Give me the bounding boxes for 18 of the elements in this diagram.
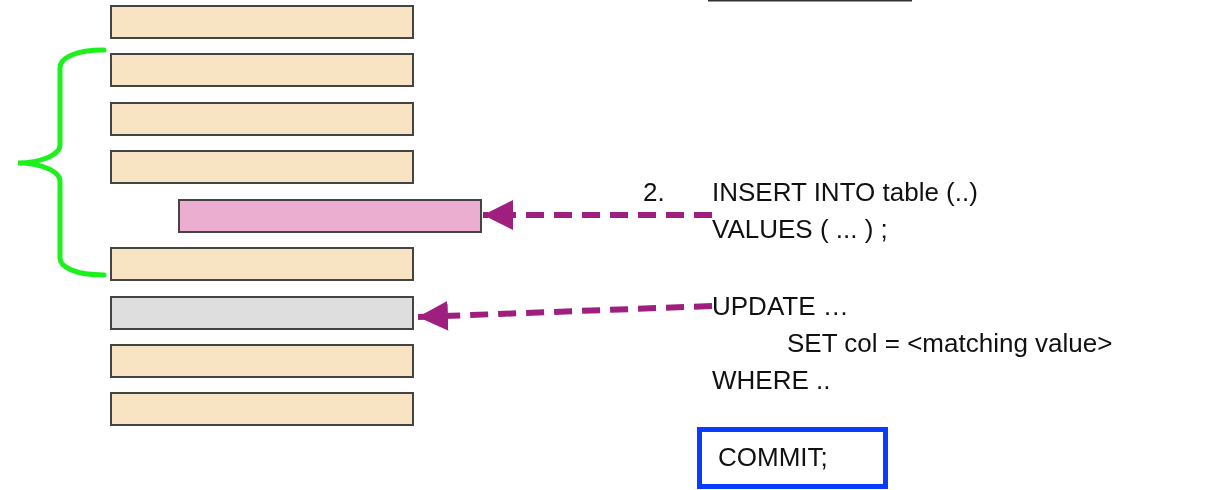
memory-bar: [110, 102, 414, 136]
memory-bar: [110, 296, 414, 330]
memory-bar: [110, 53, 414, 87]
sql-statement: UPDATE …: [712, 290, 849, 323]
memory-bar: [110, 247, 414, 281]
memory-bar: [178, 199, 482, 233]
sql-statement: SET col = <matching value>: [786, 327, 1113, 360]
sql-statement: WHERE ..: [712, 364, 831, 397]
dashed-arrow: [483, 200, 712, 230]
sql-statement: INSERT INTO table (..) VALUES ( ... ) ;: [712, 176, 979, 246]
memory-bar: [110, 150, 414, 184]
memory-bar: [110, 344, 414, 378]
memory-bar: [110, 392, 414, 426]
highlight-frame: [697, 427, 888, 489]
dashed-arrow: [417, 300, 713, 331]
sql-statement: COMMIT;: [718, 441, 829, 474]
memory-bar: [110, 5, 414, 39]
step-number: 2.: [643, 177, 665, 208]
